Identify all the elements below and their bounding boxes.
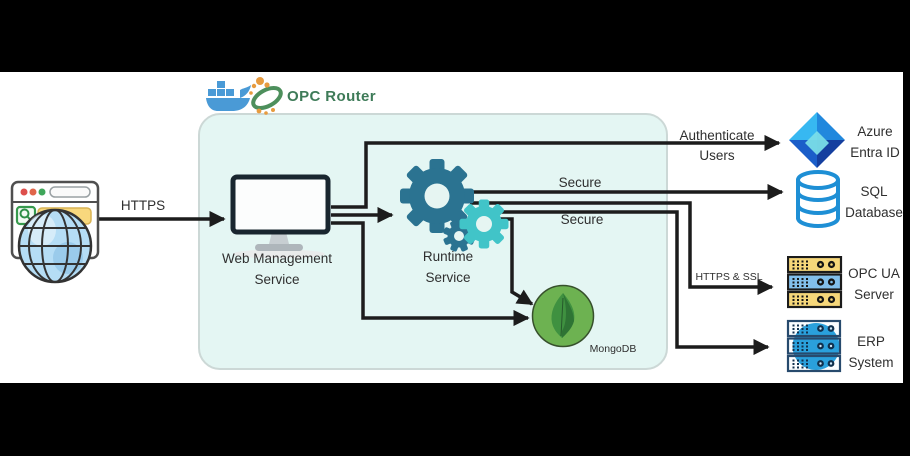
edge-label-secure-sql: Secure: [558, 175, 602, 190]
sql-database-label: SQL Database: [845, 184, 903, 220]
sql-database-icon: [796, 170, 840, 228]
mongodb-label: MongoDB: [589, 343, 637, 355]
browser-globe-icon: [10, 180, 100, 284]
edge-label-users: Users: [699, 148, 735, 163]
gear-teal: [459, 199, 509, 249]
gears-icon: [400, 159, 509, 252]
edge-label-authenticate: Authenticate: [679, 128, 755, 143]
edge-runtime-to-erp: [492, 210, 770, 356]
monitor-icon: [230, 174, 331, 258]
azure-entra-label: Azure Entra ID: [850, 124, 900, 160]
opc-router-logo-text: OPC Router: [287, 88, 377, 105]
mongodb-leaf-icon: [531, 284, 595, 348]
opc-router-swirl-icon: [249, 77, 283, 115]
gear-small: [443, 220, 475, 252]
opcua-server-rack-icon: [787, 256, 843, 309]
edge-webmgmt-to-azure: [331, 134, 781, 209]
docker-icon: [206, 81, 251, 111]
edge-label-https: HTTPS: [120, 198, 166, 213]
opcua-server-label: OPC UA Server: [848, 266, 900, 302]
edge-runtime-to-opcua: [470, 201, 774, 296]
erp-system-label: ERP System: [848, 334, 894, 370]
runtime-service-label: Runtime Service: [422, 249, 474, 285]
azure-entra-icon: [789, 112, 845, 168]
edge-label-secure-erp: Secure: [560, 212, 604, 227]
edge-label-https-ssl: HTTPS & SSL: [695, 271, 763, 283]
web-management-service-label: Web Management Service: [221, 251, 333, 287]
erp-server-rack-icon: [786, 319, 842, 373]
edge-webmgmt-to-mongodb: [331, 221, 530, 327]
